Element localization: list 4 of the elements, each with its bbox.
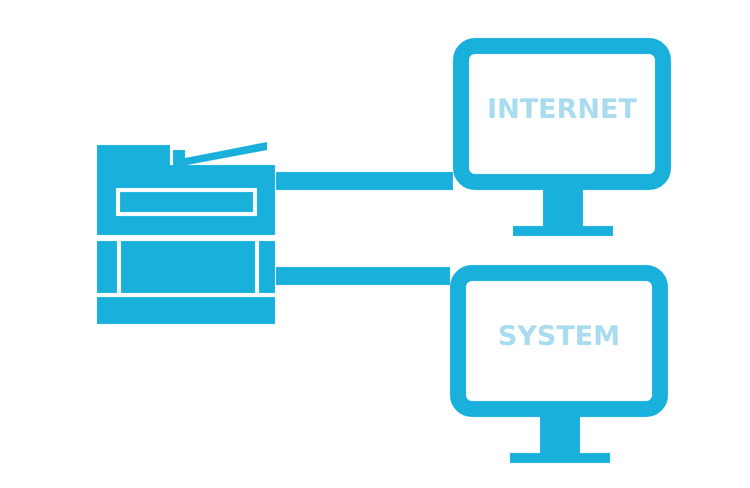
screen-label: SYSTEM	[496, 320, 622, 354]
screen-label: INTERNET	[486, 93, 638, 127]
connector-line	[276, 267, 450, 285]
connector-line	[276, 172, 453, 190]
